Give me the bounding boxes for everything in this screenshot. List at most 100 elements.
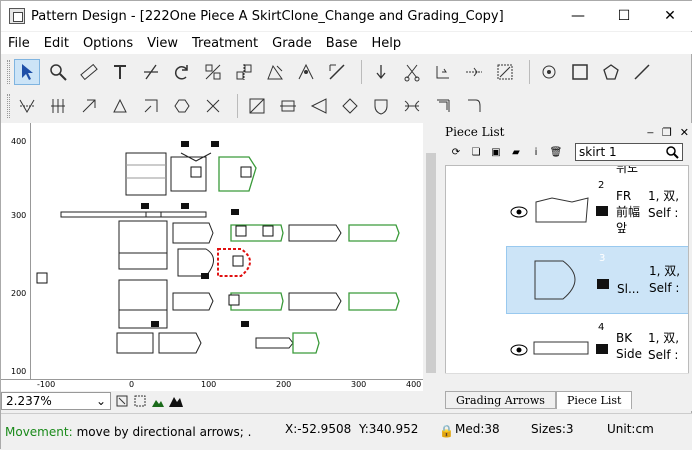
straight-line-tool-button[interactable] — [629, 59, 655, 85]
scrollbar-thumb[interactable] — [426, 153, 436, 373]
mountain-large-icon[interactable] — [169, 394, 183, 408]
frame-tool-button[interactable] — [275, 93, 301, 119]
close-button[interactable]: ✕ — [647, 1, 692, 31]
square-diag-tool-button[interactable] — [244, 93, 270, 119]
select-tool-button[interactable] — [14, 59, 40, 85]
notch-tool-button[interactable] — [461, 59, 487, 85]
piece-list-toolbar: ⟳ ❏ ▣ ▰ i 🗑 skirt 1 — [441, 141, 692, 163]
bow-tool-button[interactable] — [399, 93, 425, 119]
grade-tool-button[interactable] — [492, 59, 518, 85]
piece-name: 前幅 — [616, 205, 641, 219]
hook-tool-button[interactable] — [461, 93, 487, 119]
cross-tool-button[interactable] — [200, 93, 226, 119]
piece-info: Self : — [648, 206, 679, 220]
pattern-canvas[interactable] — [31, 123, 423, 379]
circle-target-icon — [542, 65, 556, 79]
shield-tool-button[interactable] — [368, 93, 394, 119]
menu-help[interactable]: Help — [371, 35, 402, 51]
maximize-button[interactable]: ☐ — [601, 1, 647, 31]
zoom-dropdown[interactable]: 2.237% ⌄ — [1, 392, 111, 410]
minimize-button[interactable]: — — [555, 1, 601, 31]
pleat-tool-button[interactable] — [45, 93, 71, 119]
trash-icon[interactable]: 🗑 — [549, 146, 563, 158]
triangle-tool-button[interactable] — [306, 93, 332, 119]
piece-list[interactable]: 뒤도 2 FR 前幅 앞 1, 双, Self : 3 Sl... 1, 双, — [445, 165, 689, 387]
status-message: move by directional arrows; . — [76, 425, 252, 439]
hexagon-tool-button[interactable] — [169, 93, 195, 119]
menu-view[interactable]: View — [147, 35, 178, 51]
partial-piece-name: 뒤도 — [616, 165, 639, 175]
corner-tool-button[interactable] — [430, 93, 456, 119]
point-tool-button[interactable] — [293, 59, 319, 85]
piece-list-panel: Piece List ‒ ❐ ✕ ⟳ ❏ ▣ ▰ i 🗑 skirt 1 뒤도 — [441, 123, 692, 411]
menu-file[interactable]: File — [8, 35, 30, 51]
piece-name: Sl... — [617, 282, 640, 296]
grade-icon — [497, 64, 513, 80]
piece-search-input[interactable]: skirt 1 — [575, 143, 683, 161]
piece-name: BK — [616, 331, 633, 345]
dart-tool-button[interactable] — [14, 93, 40, 119]
menu-treatment[interactable]: Treatment — [191, 35, 259, 51]
graded-pattern-piece — [230, 292, 284, 311]
rotate-tool-button[interactable] — [169, 59, 195, 85]
diamond-tool-button[interactable] — [337, 93, 363, 119]
refresh-icon[interactable]: ⟳ — [451, 146, 461, 158]
ruler-icon — [80, 63, 98, 81]
scissors-tool-button[interactable] — [399, 59, 425, 85]
paste-icon[interactable]: ▣ — [491, 146, 501, 158]
cursor-arrow-icon — [22, 64, 33, 80]
fit-selection-icon[interactable] — [133, 394, 147, 408]
list-item-selected[interactable]: 3 Sl... 1, 双, Self : — [506, 246, 688, 314]
rectangle-tool-button[interactable] — [567, 59, 593, 85]
tab-grading-arrows[interactable]: Grading Arrows — [445, 391, 556, 409]
toolbar-secondary — [1, 90, 692, 122]
circle-tool-button[interactable] — [536, 59, 562, 85]
piece-number: 4 — [598, 322, 605, 333]
cut-line-tool-button[interactable] — [138, 59, 164, 85]
dart-rotate-tool-button[interactable] — [138, 93, 164, 119]
zoom-tool-button[interactable] — [45, 59, 71, 85]
tab-piece-list[interactable]: Piece List — [555, 391, 633, 409]
piece-badge-icon — [596, 206, 608, 216]
piece-list-horizontal-scrollbar[interactable] — [445, 373, 689, 387]
copy-icon[interactable]: ❏ — [471, 146, 481, 158]
menu-grade[interactable]: Grade — [272, 35, 312, 51]
piece-info: 1, 双, — [648, 189, 680, 203]
panel-close-icon[interactable]: ✕ — [679, 125, 689, 139]
flip-tool-button[interactable] — [231, 59, 257, 85]
shape-tool-button[interactable] — [107, 93, 133, 119]
close-icon: ✕ — [664, 8, 676, 24]
line-tool-button[interactable] — [324, 59, 350, 85]
notch-icon — [466, 67, 482, 77]
ruler-tool-button[interactable] — [76, 59, 102, 85]
panel-minimize-icon[interactable]: ‒ — [646, 125, 654, 139]
dart-rotate-icon — [144, 99, 158, 113]
menu-base[interactable]: Base — [325, 35, 358, 51]
shield-icon — [374, 99, 388, 115]
maximize-icon: ☐ — [617, 8, 631, 24]
canvas-vertical-scrollbar[interactable] — [423, 123, 439, 391]
text-tool-button[interactable] — [107, 59, 133, 85]
folder-icon[interactable]: ▰ — [512, 146, 520, 158]
polygon-tool-button[interactable] — [598, 59, 624, 85]
fold-tool-button[interactable] — [76, 93, 102, 119]
toolbar-grip[interactable] — [7, 60, 10, 84]
info-icon[interactable]: i — [534, 146, 538, 158]
panel-float-icon[interactable]: ❐ — [661, 125, 672, 139]
ruler-tick: 0 — [129, 380, 135, 389]
eye-icon[interactable] — [510, 206, 528, 218]
graded-pattern-piece — [230, 224, 284, 242]
eye-icon[interactable] — [510, 344, 528, 356]
angle-tool-button[interactable] — [262, 59, 288, 85]
menu-options[interactable]: Options — [82, 35, 134, 51]
menu-edit[interactable]: Edit — [43, 35, 69, 51]
move-down-tool-button[interactable] — [368, 59, 394, 85]
list-item[interactable]: 4 BK Side 1, 双, Self : — [446, 318, 688, 382]
fit-view-icon[interactable] — [115, 394, 129, 408]
mountain-small-icon[interactable] — [151, 394, 165, 408]
search-icon[interactable] — [665, 145, 679, 159]
mirror-tool-button[interactable] — [200, 59, 226, 85]
list-item[interactable]: 2 FR 前幅 앞 1, 双, Self : — [446, 176, 688, 244]
toolbar-grip-2[interactable] — [7, 94, 10, 118]
seam-tool-button[interactable] — [430, 59, 456, 85]
